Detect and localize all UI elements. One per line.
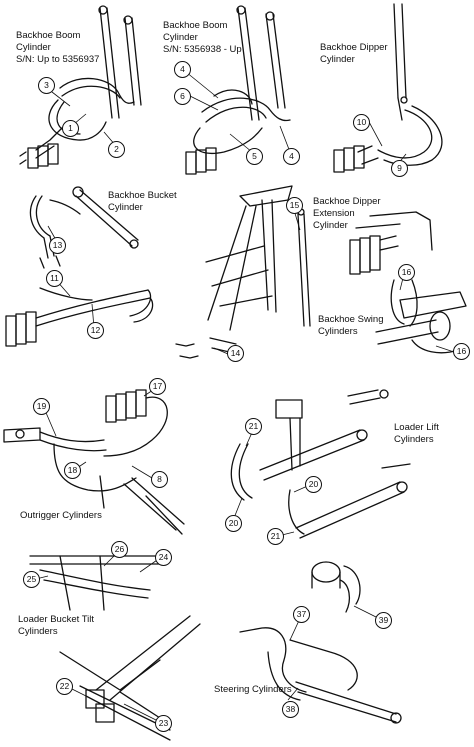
- callout-37: 37: [293, 606, 310, 623]
- backhoe-bucket-cylinder-drawing: [5, 186, 154, 347]
- callout-13: 13: [49, 237, 66, 254]
- callout-5: 5: [246, 148, 263, 165]
- callout-22: 22: [56, 678, 73, 695]
- section-title-backhoe-boom-late: Backhoe Boom Cylinder S/N: 5356938 - Up: [163, 20, 242, 55]
- section-title-outrigger: Outrigger Cylinders: [20, 510, 102, 521]
- callout-20-left: 20: [225, 515, 242, 532]
- callout-12: 12: [87, 322, 104, 339]
- section-title-loader-lift: Loader Lift Cylinders: [394, 422, 439, 445]
- callout-4-second: 4: [283, 148, 300, 165]
- backhoe-boom-center-drawing: [175, 185, 311, 359]
- section-title-backhoe-swing: Backhoe Swing Cylinders: [318, 314, 384, 337]
- callout-2: 2: [108, 141, 125, 158]
- callout-8: 8: [151, 471, 168, 488]
- section-title-steering: Steering Cylinders: [214, 684, 292, 695]
- section-title-backhoe-dipper-extension: Backhoe Dipper Extension Cylinder: [313, 196, 381, 231]
- callout-26: 26: [111, 541, 128, 558]
- callout-16-lower: 16: [453, 343, 470, 360]
- callout-17: 17: [149, 378, 166, 395]
- section-title-backhoe-dipper: Backhoe Dipper Cylinder: [320, 42, 388, 65]
- callout-1: 1: [62, 120, 79, 137]
- loader-bucket-tilt-cylinders-drawing: [29, 555, 201, 741]
- section-title-loader-bucket-tilt: Loader Bucket Tilt Cylinders: [18, 614, 95, 637]
- callout-9: 9: [391, 160, 408, 177]
- steering-cylinders-drawing: [239, 561, 402, 724]
- callout-6: 6: [174, 88, 191, 105]
- callout-23: 23: [155, 715, 172, 732]
- callout-38: 38: [282, 701, 299, 718]
- backhoe-dipper-extension-swing-drawing: [349, 211, 467, 354]
- callout-16-upper: 16: [398, 264, 415, 281]
- callout-39: 39: [375, 612, 392, 629]
- callout-24: 24: [155, 549, 172, 566]
- callout-3: 3: [38, 77, 55, 94]
- callout-18: 18: [64, 462, 81, 479]
- backhoe-boom-cylinder-early-drawing: [19, 5, 142, 169]
- callout-19: 19: [33, 398, 50, 415]
- section-title-backhoe-boom-early: Backhoe Boom Cylinder S/N: Up to 5356937: [16, 30, 100, 65]
- backhoe-dipper-cylinder-drawing: [333, 3, 443, 173]
- callout-10: 10: [353, 114, 370, 131]
- loader-lift-cylinders-drawing: [230, 389, 411, 539]
- section-title-backhoe-bucket: Backhoe Bucket Cylinder: [108, 190, 177, 213]
- callout-20-right: 20: [305, 476, 322, 493]
- callout-21-lower: 21: [267, 528, 284, 545]
- callout-15: 15: [286, 197, 303, 214]
- callout-11: 11: [46, 270, 63, 287]
- backhoe-boom-cylinder-late-drawing: [185, 5, 291, 175]
- callout-4: 4: [174, 61, 191, 78]
- outrigger-cylinders-drawing: [3, 389, 185, 535]
- callout-21-upper: 21: [245, 418, 262, 435]
- callout-25: 25: [23, 571, 40, 588]
- callout-14: 14: [227, 345, 244, 362]
